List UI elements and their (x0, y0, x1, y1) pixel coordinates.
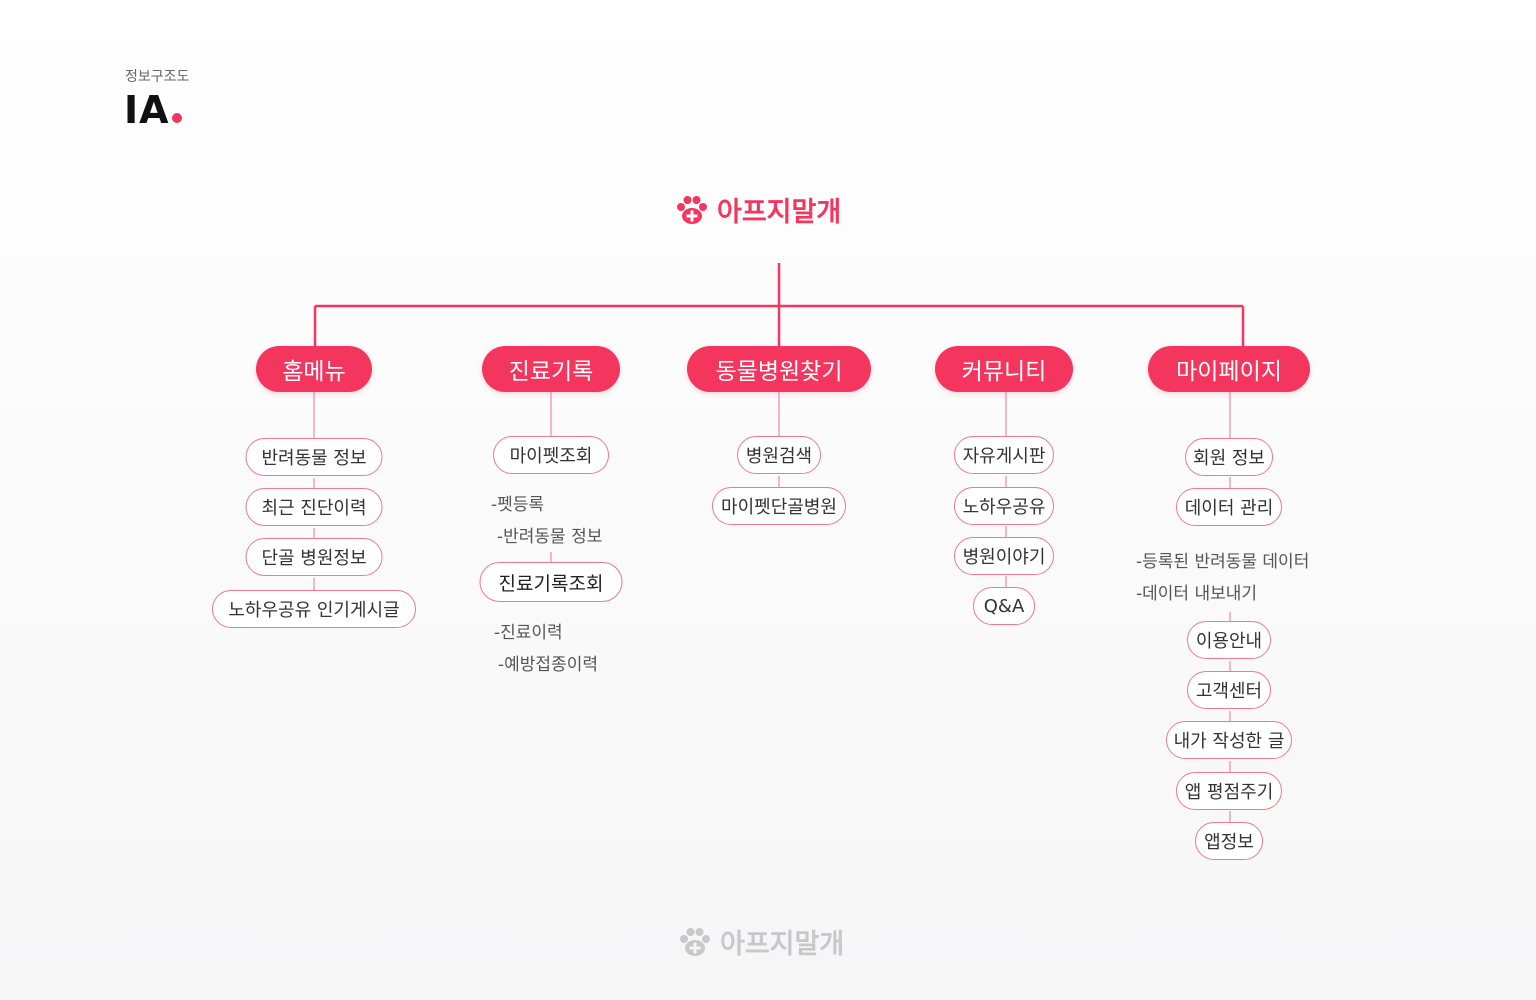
brand-name: 아프지말개 (717, 197, 842, 228)
page-subtitle: 정보구조도 (125, 69, 190, 85)
node-my-posts: 내가 작성한 글 (1166, 721, 1292, 759)
sub-data-export: -데이터 내보내기 (1136, 584, 1258, 604)
node-data-management: 데이터 관리 (1176, 488, 1282, 526)
node-favorite-hospital: 단골 병원정보 (245, 538, 383, 576)
sub-pet-info: -반려동물 정보 (497, 527, 603, 547)
brand-name-footer: 아프지말개 (720, 929, 845, 960)
sub-registered-pet-data: -등록된 반려동물 데이터 (1136, 552, 1310, 572)
page-title: IA (124, 88, 182, 132)
node-hospital-stories: 병원이야기 (954, 537, 1054, 575)
node-my-pet-hospital: 마이펫단골병원 (712, 487, 846, 525)
brand-logo: 아프지말개 (675, 190, 841, 229)
category-community: 커뮤니티 (935, 346, 1073, 392)
node-popular-posts: 노하우공유 인기게시글 (212, 590, 416, 628)
node-app-info: 앱정보 (1195, 822, 1263, 860)
node-free-board: 자유게시판 (954, 436, 1054, 474)
node-app-rating: 앱 평점주기 (1176, 772, 1282, 810)
node-usage-guide: 이용안내 (1187, 621, 1271, 659)
paw-cross-icon (680, 927, 710, 956)
category-find-hospital: 동물병원찾기 (687, 346, 871, 392)
brand-logo-footer: 아프지말개 (678, 922, 844, 961)
page-title-text: IA (124, 88, 170, 132)
node-my-pet-lookup: 마이펫조회 (493, 436, 609, 474)
title-dot (171, 113, 182, 123)
node-customer-center: 고객센터 (1187, 671, 1271, 709)
sub-pet-register: -펫등록 (491, 495, 545, 515)
category-my-page: 마이페이지 (1148, 346, 1310, 392)
node-record-lookup: 진료기록조회 (479, 562, 623, 602)
node-knowhow-share: 노하우공유 (954, 487, 1054, 525)
category-home-menu: 홈메뉴 (256, 346, 372, 392)
node-recent-diagnosis: 최근 진단이력 (245, 488, 383, 526)
sub-vaccination-history: -예방접종이력 (498, 655, 598, 675)
sub-treatment-history: -진료이력 (494, 623, 563, 643)
node-member-info: 회원 정보 (1185, 438, 1273, 476)
node-pet-info: 반려동물 정보 (245, 438, 383, 476)
node-hospital-search: 병원검색 (737, 436, 821, 474)
paw-cross-icon (677, 195, 707, 224)
category-medical-records: 진료기록 (482, 346, 620, 392)
node-qna: Q&A (973, 587, 1035, 625)
